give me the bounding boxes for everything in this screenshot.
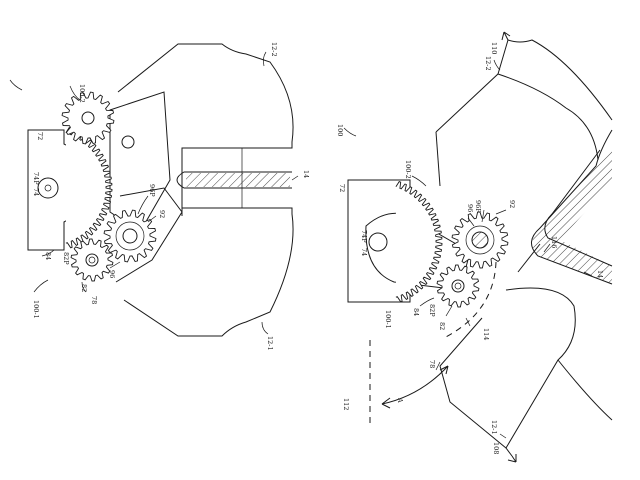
- label-108-right: 108: [492, 442, 500, 454]
- wing-plate: [115, 187, 183, 283]
- housing-12-2: [117, 43, 294, 172]
- label-116-right: 116: [550, 236, 558, 248]
- label-112-right: 112: [342, 398, 350, 410]
- label-92-left: 92: [158, 210, 166, 218]
- arrow-a: [381, 365, 449, 405]
- label-12-2-right: 12-2: [484, 56, 492, 71]
- label-110-right: 110: [490, 42, 498, 54]
- label-100-1-right: 100-1: [384, 310, 392, 329]
- label-a-right: A: [396, 397, 404, 403]
- gear-teeth: [65, 127, 113, 249]
- label-14-left: 14: [302, 170, 310, 178]
- label-14-right: 14: [596, 270, 604, 278]
- gear-74-right: [395, 181, 443, 303]
- label-96-left: 96: [108, 270, 116, 278]
- pin-82p: [85, 253, 99, 267]
- housing-12-1-right: [439, 287, 576, 449]
- label-82-right: 82: [438, 322, 446, 330]
- arrow-110: [501, 31, 511, 41]
- gear-74: [65, 127, 113, 249]
- label-100-right: 100: [336, 124, 344, 136]
- pivot-74p: [37, 177, 59, 199]
- housing-12-2-right: [435, 73, 599, 161]
- label-114-right: 114: [482, 328, 490, 340]
- label-74-right: 74: [360, 248, 368, 256]
- label-96-right: 96: [466, 204, 474, 212]
- label-74p-right: 74P: [360, 230, 368, 243]
- label-78-right: 78: [428, 360, 436, 368]
- pin-96p-right: [471, 231, 489, 249]
- label-100-1-left: 100-1: [32, 300, 40, 319]
- gear-upper-pin: [81, 111, 95, 125]
- label-72-right: 72: [338, 184, 346, 192]
- gear-hub: [465, 225, 495, 255]
- gear-hub: [115, 221, 145, 251]
- label-84-left: 84: [44, 252, 52, 260]
- label-74-left: 74: [32, 188, 40, 196]
- pivot-74p-right: [368, 232, 388, 252]
- label-78-left: 78: [90, 296, 98, 304]
- arc-114: [443, 261, 497, 339]
- label-72-left: 72: [36, 132, 44, 140]
- pin-96p: [122, 228, 138, 244]
- label-96p-left: 96P: [148, 184, 156, 197]
- label-100-2-left: 100-2: [78, 84, 86, 103]
- right-figure: 100 110 12-2 100-2 72 74P 74 96 96P 92 1…: [336, 31, 613, 463]
- housing-12-1: [123, 207, 294, 337]
- label-12-1-left: 12-1: [266, 336, 274, 351]
- label-82p-right: 82P: [428, 304, 436, 317]
- label-12-1-right: 12-1: [490, 420, 498, 435]
- arrow-108: [507, 454, 517, 463]
- label-82-left: 82: [80, 284, 88, 292]
- gear-teeth: [395, 181, 443, 303]
- label-74p-left: 74P: [32, 172, 40, 185]
- label-100-2-right: 100-2: [404, 160, 412, 179]
- pin-82p-right: [451, 279, 465, 293]
- label-84-right: 84: [412, 308, 420, 316]
- label-96p-right: 96P: [474, 200, 482, 213]
- label-12-2-left: 12-2: [270, 42, 278, 57]
- member-14: [176, 171, 292, 189]
- label-92-right: 92: [508, 200, 516, 208]
- label-82p-left: 82P: [62, 252, 70, 265]
- left-figure: 100-2 12-2 72 74P 74 14 96P 92 96 84 82P…: [9, 42, 310, 351]
